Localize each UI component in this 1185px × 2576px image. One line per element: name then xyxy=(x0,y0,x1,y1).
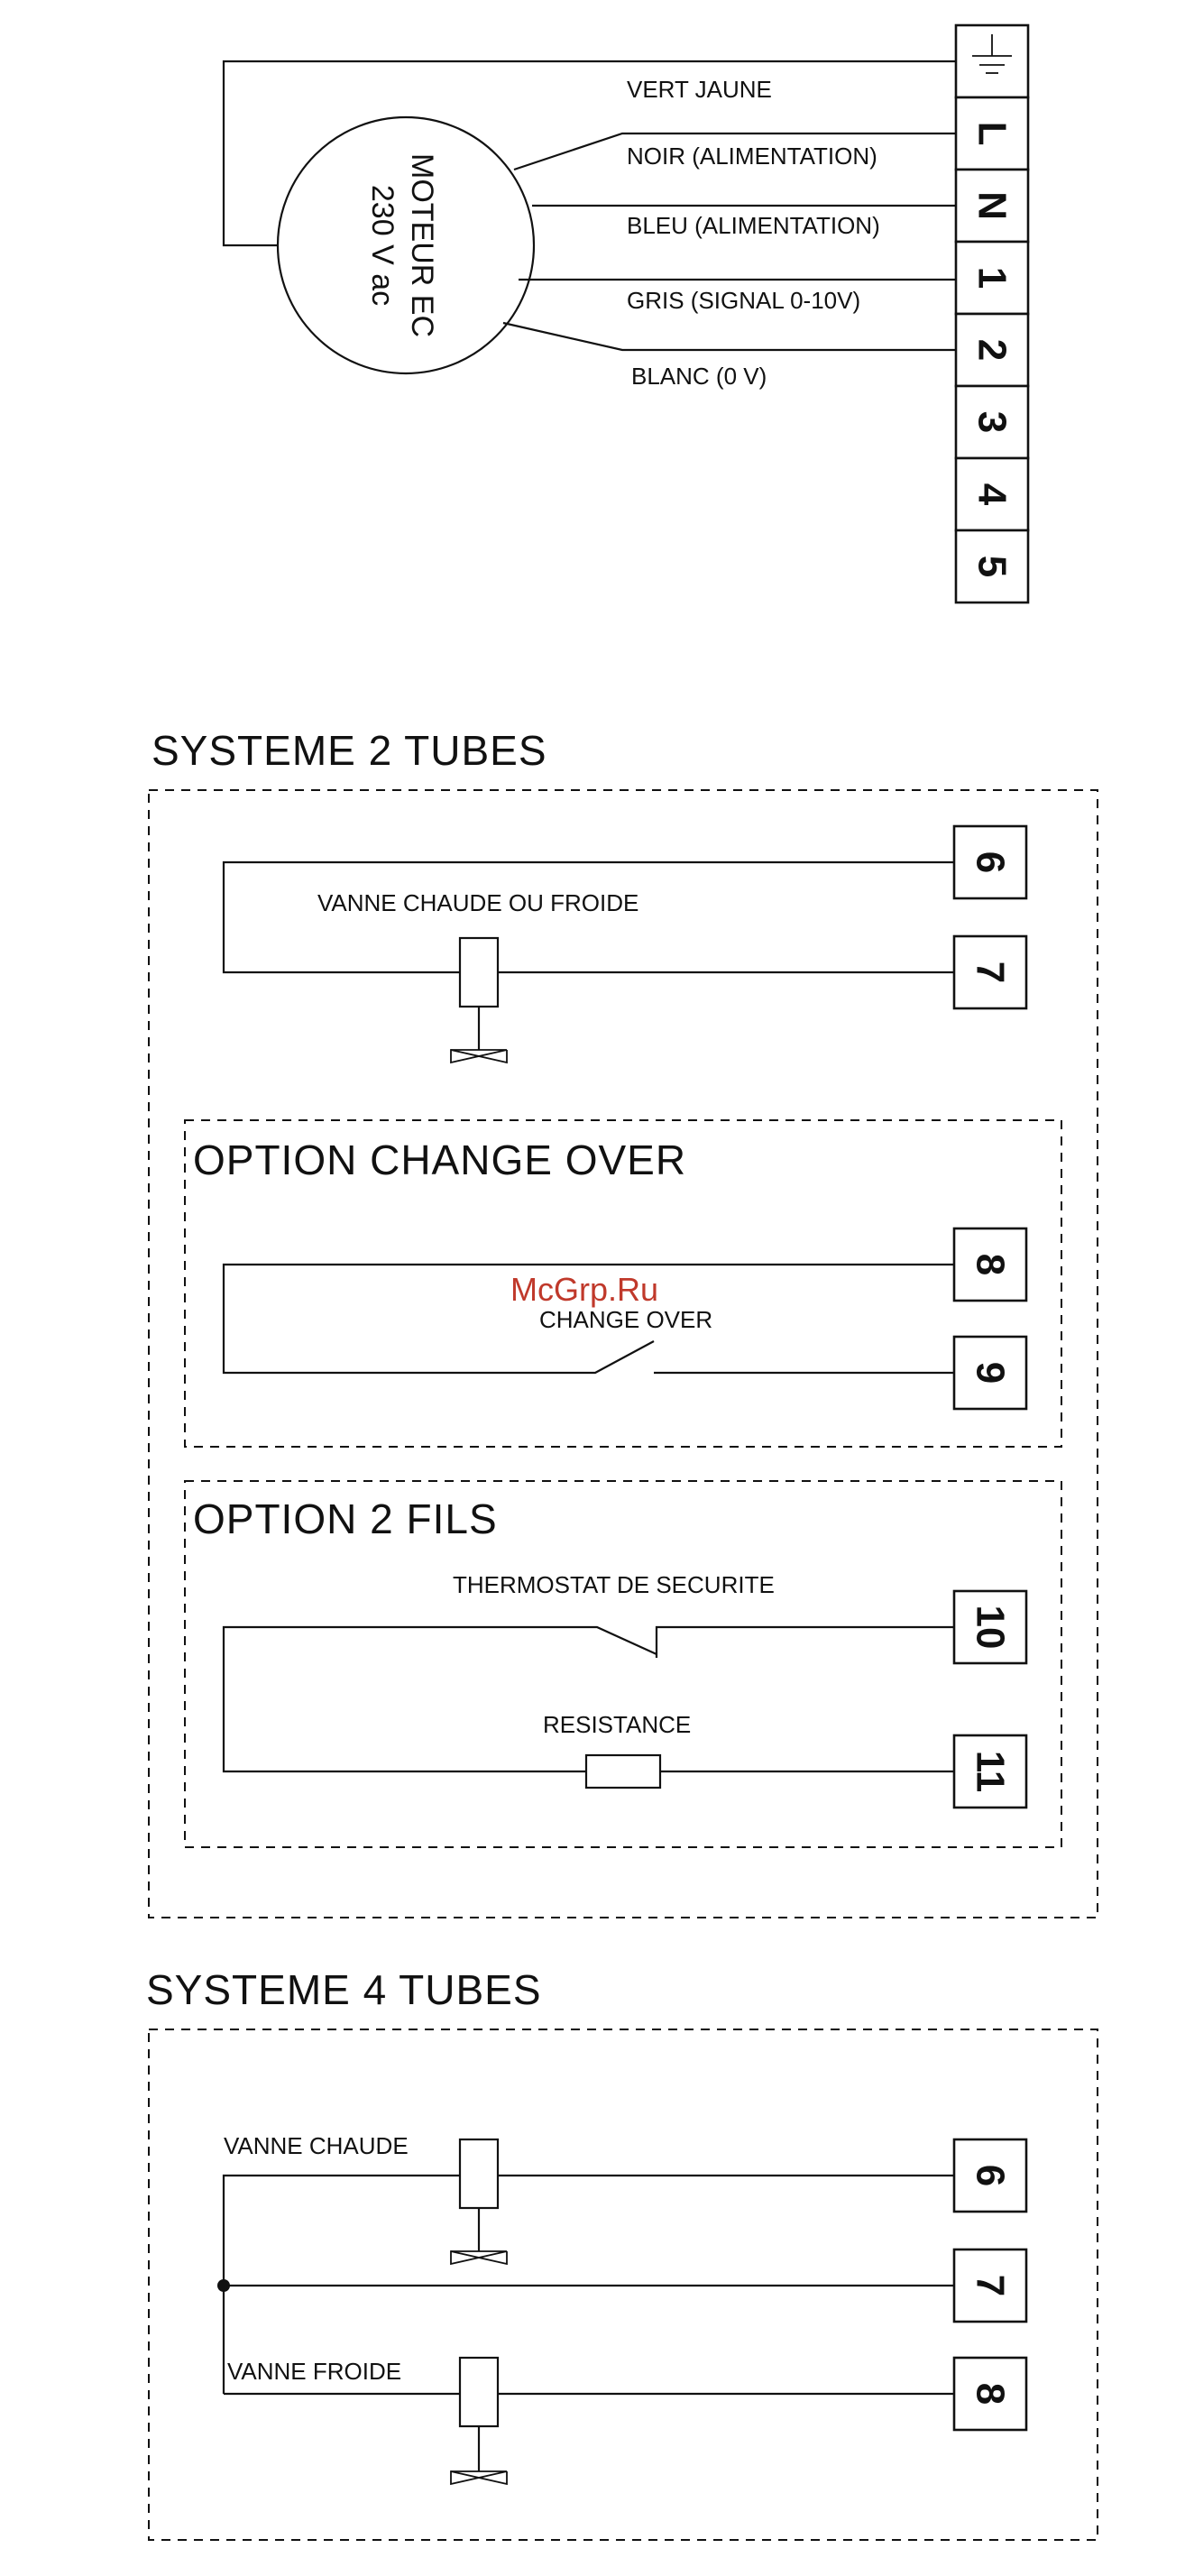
terminal-2: 2 xyxy=(954,312,1030,388)
wire-label-earth: VERT JAUNE xyxy=(627,76,772,103)
s2-terminal-9: 9 xyxy=(952,1335,1028,1411)
svg-text:4: 4 xyxy=(970,483,1015,506)
systeme-4-title: SYSTEME 4 TUBES xyxy=(146,1966,542,2013)
terminal-4: 4 xyxy=(954,456,1030,532)
svg-text:7: 7 xyxy=(969,2275,1013,2296)
earth-icon xyxy=(972,34,1012,74)
svg-text:5: 5 xyxy=(970,556,1015,577)
s4-terminal-6: 6 xyxy=(952,2138,1028,2213)
watermark-text: McGrp.Ru xyxy=(510,1271,658,1308)
svg-text:N: N xyxy=(970,191,1015,220)
motor-label-line2: 230 V ac xyxy=(365,185,400,306)
svg-text:9: 9 xyxy=(969,1362,1013,1384)
terminal-n: N xyxy=(954,168,1030,244)
s2-valve-wire xyxy=(222,860,954,974)
s4-terminal-8: 8 xyxy=(952,2356,1028,2432)
wire-live xyxy=(513,132,956,171)
option-change-over: OPTION CHANGE OVER 8 9 CHANGE OVER xyxy=(184,1119,1062,1448)
svg-text:L: L xyxy=(970,122,1015,146)
systeme-2-frame xyxy=(148,789,1098,1918)
wire-zero xyxy=(502,321,956,352)
thermostat-label: THERMOSTAT DE SECURITE xyxy=(453,1571,775,1598)
hot-valve-icon xyxy=(450,2138,508,2266)
motor-label-line1: MOTEUR EC xyxy=(405,153,439,337)
s2-terminal-6: 6 xyxy=(952,824,1028,900)
svg-text:6: 6 xyxy=(969,851,1013,873)
wire-label-live: NOIR (ALIMENTATION) xyxy=(627,143,877,170)
change-over-frame xyxy=(184,1119,1062,1448)
cold-valve-icon xyxy=(450,2356,508,2486)
s2-terminal-7: 7 xyxy=(952,934,1028,1010)
s2-terminal-11: 11 xyxy=(952,1734,1028,1809)
svg-text:8: 8 xyxy=(969,1254,1013,1275)
resistance-symbol xyxy=(584,1753,662,1789)
s4-terminal-7: 7 xyxy=(952,2248,1028,2323)
junction-dot xyxy=(217,2279,230,2292)
systeme-2-title: SYSTEME 2 TUBES xyxy=(152,727,547,774)
svg-text:3: 3 xyxy=(970,411,1015,433)
option-2-fils: OPTION 2 FILS 10 11 THERMOSTAT DE SECURI… xyxy=(184,1480,1062,1848)
svg-text:10: 10 xyxy=(969,1605,1013,1650)
wire-label-signal: GRIS (SIGNAL 0-10V) xyxy=(627,287,860,314)
wire-label-zero: BLANC (0 V) xyxy=(631,363,767,390)
motor-section: L N 1 2 3 4 5 MOTEUR EC 230 V ac xyxy=(222,23,1030,604)
wire-earth xyxy=(222,60,956,247)
s2-terminal-8: 8 xyxy=(952,1227,1028,1302)
svg-text:7: 7 xyxy=(969,961,1013,983)
change-over-label: CHANGE OVER xyxy=(539,1306,712,1333)
terminal-3: 3 xyxy=(954,384,1030,460)
terminal-1: 1 xyxy=(954,240,1030,316)
svg-text:8: 8 xyxy=(969,2383,1013,2405)
s2-terminal-10: 10 xyxy=(952,1589,1028,1665)
hot-valve-label: VANNE CHAUDE xyxy=(224,2132,409,2159)
terminal-5: 5 xyxy=(954,529,1030,604)
resistance-label: RESISTANCE xyxy=(543,1711,691,1738)
systeme-4-tubes: SYSTEME 4 TUBES 6 7 8 VANNE CHAUDE xyxy=(146,1966,1098,2541)
cold-valve-label: VANNE FROIDE xyxy=(227,2358,401,2385)
svg-text:1: 1 xyxy=(970,267,1015,289)
systeme-2-tubes: SYSTEME 2 TUBES 6 7 VANNE CHAUDE OU FROI… xyxy=(148,727,1098,1918)
svg-text:11: 11 xyxy=(969,1751,1013,1793)
wire-label-neutral: BLEU (ALIMENTATION) xyxy=(627,212,880,239)
terminal-earth xyxy=(954,23,1030,99)
deux-fils-frame xyxy=(184,1480,1062,1848)
change-over-title: OPTION CHANGE OVER xyxy=(193,1136,686,1183)
terminal-l: L xyxy=(954,96,1030,171)
svg-text:6: 6 xyxy=(969,2165,1013,2186)
svg-text:2: 2 xyxy=(970,339,1015,361)
valve-icon xyxy=(450,936,508,1064)
systeme-4-frame xyxy=(148,2029,1098,2541)
deux-fils-title: OPTION 2 FILS xyxy=(193,1495,498,1542)
s2-valve-label: VANNE CHAUDE OU FROIDE xyxy=(317,889,638,916)
